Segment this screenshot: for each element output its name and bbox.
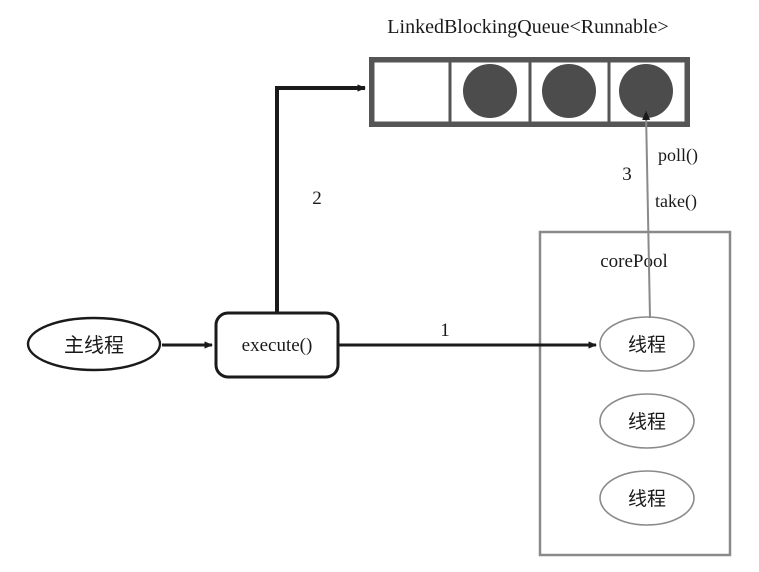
thread-ellipse xyxy=(599,316,695,372)
task-icon xyxy=(619,64,673,118)
thread-label: 线程 xyxy=(628,411,666,433)
linked-blocking-queue xyxy=(369,57,690,127)
thread-ellipse xyxy=(599,470,695,526)
edge-3-line xyxy=(642,110,651,319)
main-thread-ellipse xyxy=(26,316,162,372)
thread-node-0[interactable]: 线程 xyxy=(599,316,695,372)
edge-1-dispatch: 1 xyxy=(338,320,597,349)
queue-cell-3[interactable] xyxy=(607,59,688,125)
edge-3-dequeue: 3 poll() take() xyxy=(622,110,698,319)
task-icon xyxy=(463,64,517,118)
thread-node-2[interactable]: 线程 xyxy=(599,470,695,526)
core-pool-box: corePool xyxy=(538,230,732,557)
queue-cell-2[interactable] xyxy=(528,59,611,125)
thread-label: 线程 xyxy=(628,488,666,510)
queue-cell-0-box xyxy=(371,59,452,125)
execute-node[interactable]: execute() xyxy=(214,311,340,379)
edge-2-enqueue: 2 xyxy=(275,84,366,313)
queue-cell-1[interactable] xyxy=(448,59,532,125)
edge-2-path xyxy=(275,84,366,313)
thread-label: 线程 xyxy=(628,334,666,356)
take-label: take() xyxy=(655,191,697,212)
queue-cell-0[interactable] xyxy=(371,59,452,125)
task-icon xyxy=(542,64,596,118)
edge-1-label: 1 xyxy=(440,320,450,341)
main-thread-node[interactable]: 主线程 xyxy=(26,316,162,372)
edge-3-label: 3 xyxy=(622,164,632,185)
poll-label: poll() xyxy=(658,145,698,166)
queue-title: LinkedBlockingQueue<Runnable> xyxy=(387,16,668,38)
execute-label: execute() xyxy=(242,335,313,356)
edge-2-label: 2 xyxy=(312,188,322,209)
core-pool-label: corePool xyxy=(600,251,668,272)
thread-node-1[interactable]: 线程 xyxy=(599,393,695,449)
main-thread-label: 主线程 xyxy=(64,333,124,357)
thread-ellipse xyxy=(599,393,695,449)
